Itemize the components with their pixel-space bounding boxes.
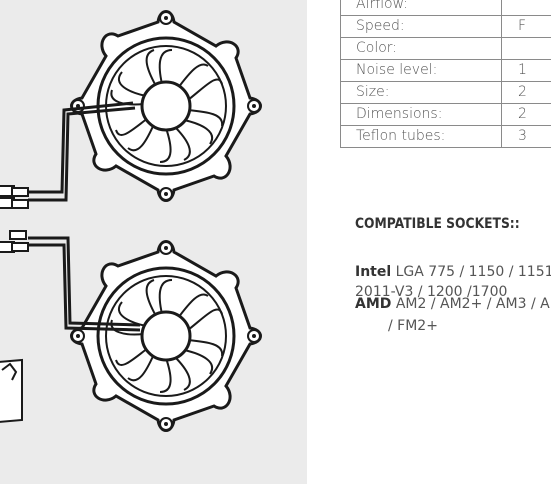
fan-illustration (0, 10, 262, 432)
table-row: Color: (340, 37, 551, 60)
spec-label: Color: (340, 37, 502, 60)
spec-value (501, 37, 551, 60)
table-row: Size:2 (340, 81, 551, 104)
amd-sockets-text: AM2 / AM2+ / AM3 / A (395, 296, 550, 312)
spec-label: Size: (340, 81, 502, 104)
spec-label: Dimensions: (340, 103, 502, 126)
table-row: Teflon tubes:3 (340, 125, 551, 148)
amd-brand: AMD (355, 296, 392, 312)
table-row: Dimensions:2 (340, 103, 551, 126)
spec-table: Airflow: Speed:F Color: Noise level:1 Si… (340, 0, 551, 148)
amd-sockets-line: AMD AM2 / AM2+ / AM3 / A (355, 294, 550, 314)
spec-value: 2 (501, 81, 551, 104)
spec-value: 2 (501, 103, 551, 126)
intel-sockets-line: Intel LGA 775 / 1150 / 1151 (355, 262, 551, 282)
amd-sockets-line-2: / FM2+ (388, 318, 438, 334)
intel-sockets-text: LGA 775 / 1150 / 1151 (395, 264, 551, 280)
product-illustration-panel (0, 0, 307, 484)
spec-value: F (501, 15, 551, 38)
table-row: Noise level:1 (340, 59, 551, 82)
spec-value: 1 (501, 59, 551, 82)
spec-label: Speed: (340, 15, 502, 38)
spec-label: Airflow: (340, 0, 502, 16)
spec-table-container: Airflow: Speed:F Color: Noise level:1 Si… (340, 0, 551, 150)
spec-label: Teflon tubes: (340, 125, 502, 148)
spec-label: Noise level: (340, 59, 502, 82)
table-row: Airflow: (340, 0, 551, 16)
table-row: Speed:F (340, 15, 551, 38)
intel-brand: Intel (355, 264, 392, 280)
spec-value (501, 0, 551, 16)
spec-value: 3 (501, 125, 551, 148)
sockets-heading: COMPATIBLE SOCKETS:: (355, 216, 520, 232)
intel-sockets-line-2: 2011-V3 / 1200 /1700 (355, 284, 508, 300)
